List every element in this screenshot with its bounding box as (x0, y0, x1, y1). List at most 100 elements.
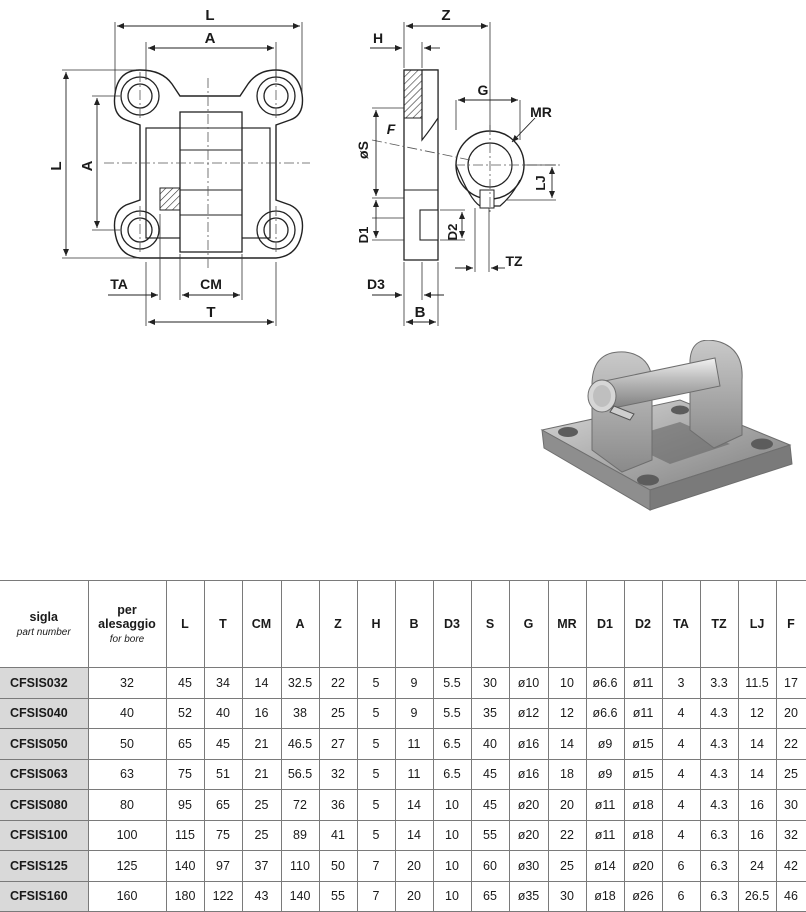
table-cell: 21 (241, 758, 282, 790)
table-cell: 65 (165, 728, 205, 760)
col-header-f: F (775, 580, 806, 668)
table-cell: 26.5 (737, 880, 777, 912)
table-cell: ø15 (623, 758, 663, 790)
table-cell: 5 (356, 789, 396, 821)
table-cell: 89 (280, 819, 320, 851)
table-cell: ø11 (623, 697, 663, 729)
photo-ear-right (689, 340, 743, 449)
table-cell: 140 (280, 880, 320, 912)
table-cell: 22 (547, 819, 587, 851)
part-number-cell: CFSIS125 (0, 850, 89, 882)
col-header-z: Z (318, 580, 358, 668)
table-cell: 65 (203, 789, 243, 821)
table-cell: 5 (356, 697, 396, 729)
table-cell: 35 (470, 697, 510, 729)
label-B: B (415, 304, 426, 321)
table-cell: 36 (318, 789, 358, 821)
part-number-cell: CFSIS080 (0, 789, 89, 821)
col-header-label: TZ (711, 617, 727, 631)
table-cell: 6 (661, 880, 701, 912)
part-number-cell: CFSIS160 (0, 880, 89, 912)
label-MR: MR (530, 104, 552, 120)
table-cell: 52 (165, 697, 205, 729)
label-F: F (387, 121, 396, 137)
table-cell: 122 (203, 880, 243, 912)
table-cell: 45 (470, 758, 510, 790)
technical-drawing: L A L A TA CM T (48, 7, 560, 326)
table-cell: ø30 (508, 850, 549, 882)
table-cell: 32 (318, 758, 358, 790)
col-header-l: L (165, 580, 205, 668)
table-cell: ø10 (508, 667, 549, 699)
table-cell: 14 (394, 819, 434, 851)
table-cell: 40 (203, 697, 243, 729)
part-number-cell: CFSIS032 (0, 667, 89, 699)
table-cell: 60 (470, 850, 510, 882)
col-header-d3: D3 (432, 580, 472, 668)
table-cell: 4.3 (699, 697, 739, 729)
table-cell: 125 (87, 850, 167, 882)
side-view: Z H G MR øS F LJ D1 D2 TZ D3 B (355, 7, 560, 326)
table-cell: 25 (241, 819, 282, 851)
table-cell: 5 (356, 758, 396, 790)
table-cell: 20 (394, 850, 434, 882)
table-cell: 46.5 (280, 728, 320, 760)
table-cell: 11 (394, 758, 434, 790)
table-cell: 10 (432, 880, 472, 912)
table-cell: 18 (547, 758, 587, 790)
label-TZ: TZ (505, 253, 523, 269)
table-cell: ø18 (623, 819, 663, 851)
table-cell: 4.3 (699, 789, 739, 821)
side-bushing (419, 209, 439, 241)
table-cell: 97 (203, 850, 243, 882)
col-header-d1: D1 (585, 580, 625, 668)
table-cell: 37 (241, 850, 282, 882)
label-L-side: L (48, 161, 65, 170)
col-header-label: G (523, 617, 534, 631)
col-header-sublabel: for bore (109, 634, 145, 645)
col-header-label: B (409, 617, 419, 631)
label-D1: D1 (356, 227, 371, 244)
label-A-side: A (79, 160, 96, 171)
label-H: H (373, 30, 383, 46)
part-number-cell: CFSIS063 (0, 758, 89, 790)
table-cell: 6.3 (699, 880, 739, 912)
table-cell: 14 (737, 758, 777, 790)
label-D2: D2 (445, 224, 460, 241)
table-cell: ø11 (585, 819, 625, 851)
table-cell: 75 (203, 819, 243, 851)
table-cell: 63 (87, 758, 167, 790)
col-header-sublabel: part number (16, 627, 71, 638)
table-cell: 180 (165, 880, 205, 912)
table-cell: ø9 (585, 728, 625, 760)
table-cell: 100 (87, 819, 167, 851)
front-pin-body (179, 111, 243, 253)
table-cell: 4 (661, 728, 701, 760)
col-header-label: CM (251, 617, 272, 631)
label-Z: Z (441, 7, 450, 24)
table-cell: 24 (737, 850, 777, 882)
table-cell: 25 (547, 850, 587, 882)
table-cell: 4.3 (699, 728, 739, 760)
table-cell: 50 (87, 728, 167, 760)
table-cell: ø26 (623, 880, 663, 912)
table-cell: 25 (318, 697, 358, 729)
col-header-lj: LJ (737, 580, 777, 668)
col-header-label: per alesaggio (98, 603, 156, 631)
table-cell: 5 (356, 667, 396, 699)
table-cell: 3.3 (699, 667, 739, 699)
label-A-top: A (205, 30, 216, 47)
table-cell: 32 (775, 819, 806, 851)
table-cell: 6.5 (432, 758, 472, 790)
table-cell: 14 (241, 667, 282, 699)
table-cell: 50 (318, 850, 358, 882)
col-header-label: sigla (29, 610, 59, 624)
table-cell: 51 (203, 758, 243, 790)
table-cell: 45 (203, 728, 243, 760)
table-cell: 6.3 (699, 850, 739, 882)
table-cell: 6 (661, 850, 701, 882)
